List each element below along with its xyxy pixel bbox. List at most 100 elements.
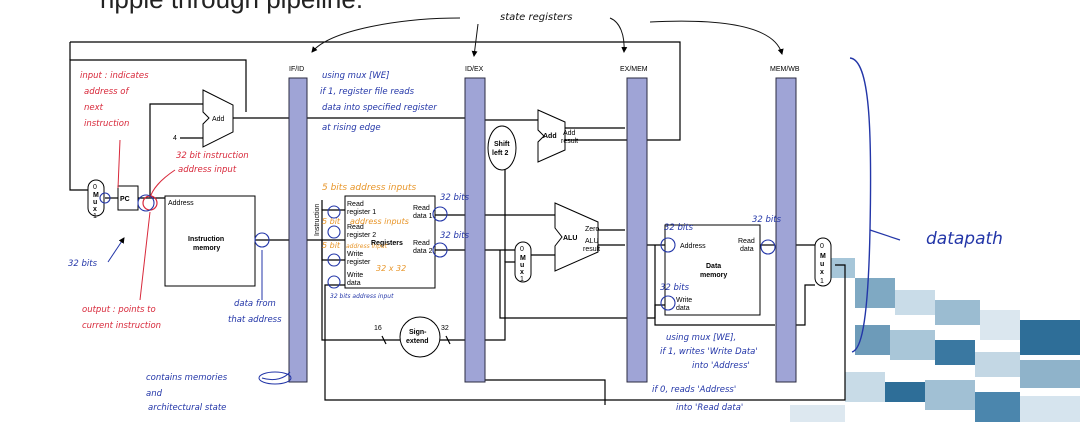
dm-write-2: data: [676, 305, 690, 312]
address-input-b: address inputs: [350, 217, 409, 226]
sign-extend-1: Sign-: [409, 329, 427, 336]
pc-block: PC: [117, 185, 139, 211]
data-from-2: that address: [228, 315, 282, 325]
dm-read-2: data: [740, 246, 754, 253]
pc-adder: Add 4: [173, 89, 234, 148]
we-write-1: using mux [WE],: [666, 333, 736, 343]
state-registers-annotation: state registers: [311, 12, 784, 57]
pc-mux-one: 1: [93, 213, 97, 220]
im-address: Address: [168, 200, 194, 207]
pc-adder-label: Add: [212, 116, 225, 123]
mux-we-1: using mux [WE]: [322, 71, 389, 81]
shift-1: Shift: [494, 141, 510, 148]
wb-mux-m: M: [820, 253, 826, 260]
we-read-2: into 'Read data': [676, 403, 743, 413]
alu-alu: ALU: [585, 238, 599, 245]
instruction-memory: Address Instruction memory: [164, 195, 256, 287]
mux-we-3: data into specified register: [322, 103, 437, 113]
alu: ALU Zero ALU result: [554, 202, 600, 272]
addr-32-blue: 32 bits address input: [330, 293, 394, 300]
five-bit-b: 5 bit: [322, 241, 341, 250]
output-note-1: output : points to: [82, 305, 156, 315]
bits-32-rd2: 32 bits: [440, 231, 470, 241]
input-note-4: instruction: [84, 119, 129, 129]
decorative-checker-pattern: [790, 258, 1080, 422]
input-note-2: address of: [84, 87, 130, 97]
input-note-3: next: [84, 103, 104, 113]
bits-32-rd1: 32 bits: [440, 193, 470, 203]
alu-mux-x: x: [520, 269, 524, 276]
shift-2: left 2: [492, 150, 508, 157]
rd1-b: data 1: [413, 213, 433, 220]
red-notes: input : indicates address of next instru…: [80, 71, 249, 331]
wd-a: Write: [347, 272, 363, 279]
wr-a: Write: [347, 251, 363, 258]
dm-label-2: memory: [700, 272, 727, 279]
branch-add: Add: [543, 133, 557, 140]
rr2-b: register 2: [347, 232, 376, 239]
rd1-a: Read: [413, 205, 430, 212]
wd-b: data: [347, 280, 361, 287]
branch-adder: Add Add result: [537, 109, 578, 163]
wb-mux-one: 1: [820, 278, 824, 285]
pc-mux-zero: 0: [93, 184, 97, 191]
register-file: Read register 1 Read register 2 Write re…: [344, 195, 436, 289]
bits-32-left: 32 bits: [68, 259, 98, 269]
im-label-1: Instruction: [188, 236, 224, 243]
data-from-1: data from: [234, 299, 276, 309]
contains-1: contains memories: [146, 373, 228, 383]
five-bit-inputs: 5 bits address inputs: [322, 183, 416, 193]
state-registers-label: state registers: [500, 12, 573, 23]
output-note-2: current instruction: [82, 321, 161, 331]
rd2-a: Read: [413, 240, 430, 247]
pc-label: PC: [120, 196, 130, 203]
contains-2: and: [146, 389, 163, 399]
constant-four: 4: [173, 135, 177, 142]
wr-b: register: [347, 259, 371, 266]
branch-add-2: Add: [563, 130, 576, 137]
if-id-label: IF/ID: [289, 66, 304, 73]
dm-read-1: Read: [738, 238, 755, 245]
registers-label: Registers: [371, 240, 403, 247]
wb-mux-zero: 0: [820, 243, 824, 250]
alu-mux-one: 1: [520, 276, 524, 283]
bus-16: 16: [374, 325, 382, 332]
alu-result: result: [583, 246, 600, 253]
addr-input-32-1: 32 bit instruction: [176, 151, 249, 161]
blue-notes: 32 bits using mux [WE] if 1, register fi…: [68, 71, 782, 413]
contains-3: architectural state: [148, 403, 226, 413]
pc-mux-u: u: [93, 199, 97, 206]
we-read-1: if 0, reads 'Address': [652, 385, 736, 395]
address-input-a: address input: [346, 243, 388, 250]
branch-result: result: [561, 138, 578, 145]
mux-we-2: if 1, register file reads: [320, 87, 415, 97]
sign-extend: Sign- extend 16 32: [374, 316, 451, 358]
if-id-register: [288, 77, 308, 383]
alu-label: ALU: [563, 235, 577, 242]
alu-mux-m: M: [520, 255, 526, 262]
sign-extend-2: extend: [406, 338, 429, 345]
slide-heading: ripple through pipeline.: [100, 0, 363, 14]
writeback-mux: 0 M u x 1: [814, 237, 832, 287]
we-write-2: if 1, writes 'Write Data': [660, 347, 758, 357]
datapath-annotation: datapath: [849, 57, 1003, 353]
bits-32-dm-addr: 32 bits: [664, 223, 694, 233]
rr1-b: register 1: [347, 209, 376, 216]
dm-label-1: Data: [706, 263, 721, 270]
instruction-vertical-label: Instruction: [314, 204, 321, 236]
rd2-b: data 2: [413, 248, 433, 255]
pc-mux-x: x: [93, 206, 97, 213]
we-write-3: into 'Address': [692, 361, 750, 371]
alu-zero: Zero: [585, 226, 600, 233]
wb-mux-u: u: [820, 261, 824, 268]
input-note-1: input : indicates: [80, 71, 149, 81]
five-bit-a: 5 bit: [322, 217, 341, 226]
dm-write-1: Write: [676, 297, 692, 304]
reg-count: 32 x 32: [376, 264, 406, 273]
shift-left-2: Shift left 2: [487, 125, 517, 171]
dm-address: Address: [680, 243, 706, 250]
datapath-label: datapath: [926, 229, 1003, 249]
addr-input-32-2: address input: [178, 165, 237, 175]
im-label-2: memory: [193, 245, 220, 252]
